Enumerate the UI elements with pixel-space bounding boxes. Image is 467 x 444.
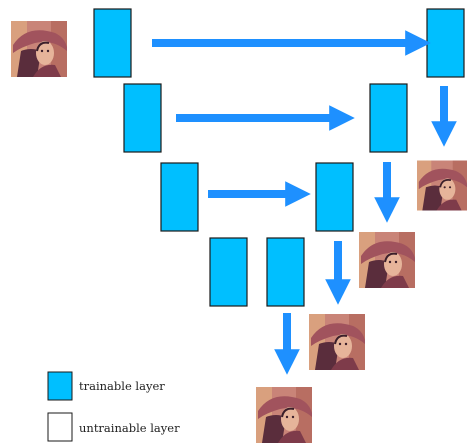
output-image-thumbnail-4	[256, 387, 312, 443]
input-image-thumbnail	[11, 21, 67, 77]
decoder-layer-3	[315, 162, 354, 232]
legend: trainable layer untrainable layer	[47, 371, 180, 442]
encoder-layer-1	[93, 8, 132, 78]
bottleneck-layer-left	[209, 237, 248, 307]
legend-untrainable-label: untrainable layer	[79, 421, 180, 435]
legend-trainable-label: trainable layer	[79, 379, 165, 393]
legend-untrainable-swatch	[47, 412, 73, 442]
output-image-thumbnail-2	[359, 232, 415, 288]
bottleneck-layer-right	[266, 237, 305, 307]
output-image-thumbnail-3	[309, 314, 365, 370]
encoder-layer-3	[160, 162, 199, 232]
decoder-layer-1	[426, 8, 465, 78]
output-image-thumbnail-1	[417, 159, 467, 212]
decoder-layer-2	[369, 83, 408, 153]
encoder-layer-2	[123, 83, 162, 153]
legend-trainable-swatch	[47, 371, 73, 401]
